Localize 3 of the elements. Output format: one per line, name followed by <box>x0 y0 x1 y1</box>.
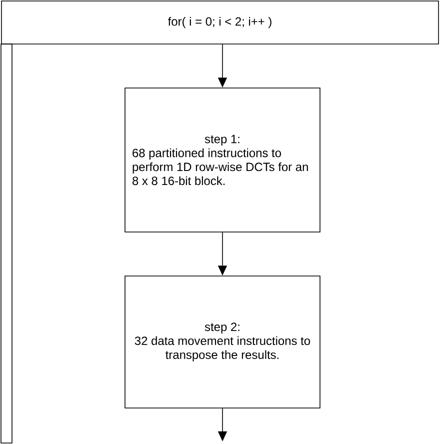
process-box: step 2: 32 data movement instructions to transpose the results. <box>124 276 320 408</box>
process-box: step 1: 68 partitioned instructions to perform 1D row-wise DCTs for an 8 x 8 16-bit block. <box>124 88 320 232</box>
loop-header: for( i = 0; i < 2; i++ ) <box>1 0 439 44</box>
